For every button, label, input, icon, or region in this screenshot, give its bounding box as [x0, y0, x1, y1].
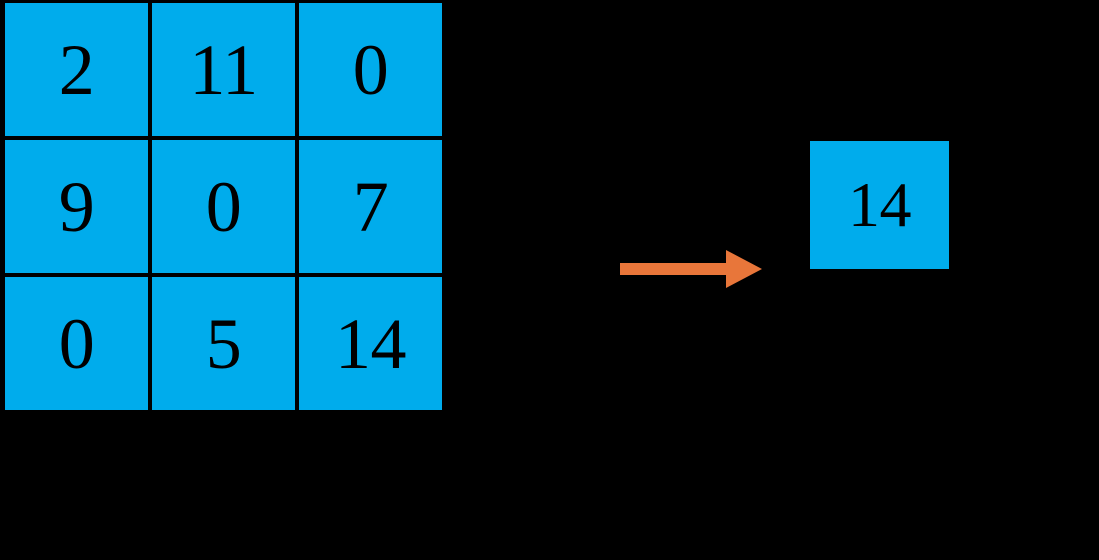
matrix-cell-r1c2: 7: [299, 140, 442, 273]
arrow-shape: [620, 250, 762, 288]
matrix-cell-r1c1: 0: [152, 140, 295, 273]
matrix-cell-r0c2: 0: [299, 3, 442, 136]
source-matrix-grid: 2 11 0 9 0 7 0 5 14: [5, 3, 442, 410]
result-value: 14: [848, 169, 912, 240]
matrix-cell-r0c1: 11: [152, 3, 295, 136]
matrix-cell-r1c0: 9: [5, 140, 148, 273]
matrix-cell-r0c0: 2: [5, 3, 148, 136]
matrix-cell-r2c0: 0: [5, 277, 148, 410]
matrix-cell-r2c1: 5: [152, 277, 295, 410]
matrix-cell-r2c2: 14: [299, 277, 442, 410]
result-cell: 14: [810, 141, 949, 269]
arrow-right-icon: [620, 248, 762, 290]
